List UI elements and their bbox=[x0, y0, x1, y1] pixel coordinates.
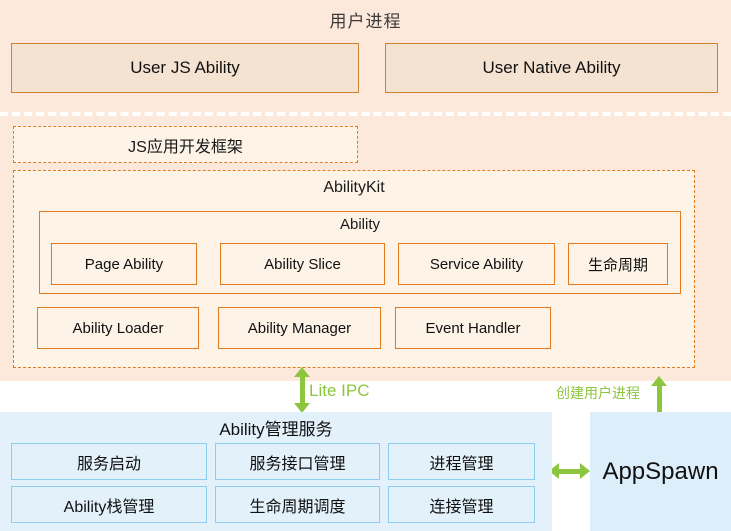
create-user-process-arrow-shaft bbox=[657, 385, 662, 412]
service-ability-box[interactable]: Service Ability bbox=[398, 243, 555, 285]
ability-loader-box[interactable]: Ability Loader bbox=[37, 307, 199, 349]
abilitykit-title: AbilityKit bbox=[323, 179, 385, 196]
page-ability-box[interactable]: Page Ability bbox=[51, 243, 197, 285]
user-js-ability-box[interactable]: User JS Ability bbox=[11, 43, 359, 93]
event-handler-box[interactable]: Event Handler bbox=[395, 307, 551, 349]
ability-slice-box[interactable]: Ability Slice bbox=[220, 243, 385, 285]
create-user-process-label: 创建用户进程 bbox=[556, 385, 640, 401]
appspawn-link-shaft bbox=[558, 469, 582, 474]
ability-manager-box[interactable]: Ability Manager bbox=[218, 307, 381, 349]
appspawn-link-head-right bbox=[580, 463, 590, 479]
service-interface-management-box[interactable]: 服务接口管理 bbox=[215, 443, 380, 480]
lifecycle-scheduling-box[interactable]: 生命周期调度 bbox=[215, 486, 380, 523]
ability-group-container: Ability Page Ability Ability Slice Servi… bbox=[39, 211, 681, 294]
lifecycle-box[interactable]: 生命周期 bbox=[568, 243, 668, 285]
connection-management-box[interactable]: 连接管理 bbox=[388, 486, 535, 523]
appspawn-panel[interactable]: AppSpawn bbox=[590, 412, 731, 531]
user-native-ability-box[interactable]: User Native Ability bbox=[385, 43, 718, 93]
lite-ipc-arrow-head-down bbox=[294, 403, 310, 413]
service-start-box[interactable]: 服务启动 bbox=[11, 443, 207, 480]
ability-stack-management-box[interactable]: Ability栈管理 bbox=[11, 486, 207, 523]
lite-ipc-arrow-shaft bbox=[300, 376, 305, 406]
create-user-process-arrow-head bbox=[651, 376, 667, 386]
abilitykit-container: AbilityKit Ability Page Ability Ability … bbox=[13, 170, 695, 368]
lite-ipc-arrow-head-up bbox=[294, 367, 310, 377]
lite-ipc-label: Lite IPC bbox=[309, 381, 370, 400]
appspawn-link-head-left bbox=[549, 463, 559, 479]
process-management-box[interactable]: 进程管理 bbox=[388, 443, 535, 480]
js-framework-box[interactable]: JS应用开发框架 bbox=[13, 126, 358, 163]
ability-group-title: Ability bbox=[339, 216, 380, 233]
user-process-title: 用户进程 bbox=[329, 12, 402, 31]
process-boundary-divider bbox=[0, 112, 731, 116]
user-process-band: 用户进程 User JS Ability User Native Ability… bbox=[0, 0, 731, 381]
ability-service-title: Ability管理服务 bbox=[219, 420, 333, 439]
appspawn-label: AppSpawn bbox=[602, 457, 719, 485]
